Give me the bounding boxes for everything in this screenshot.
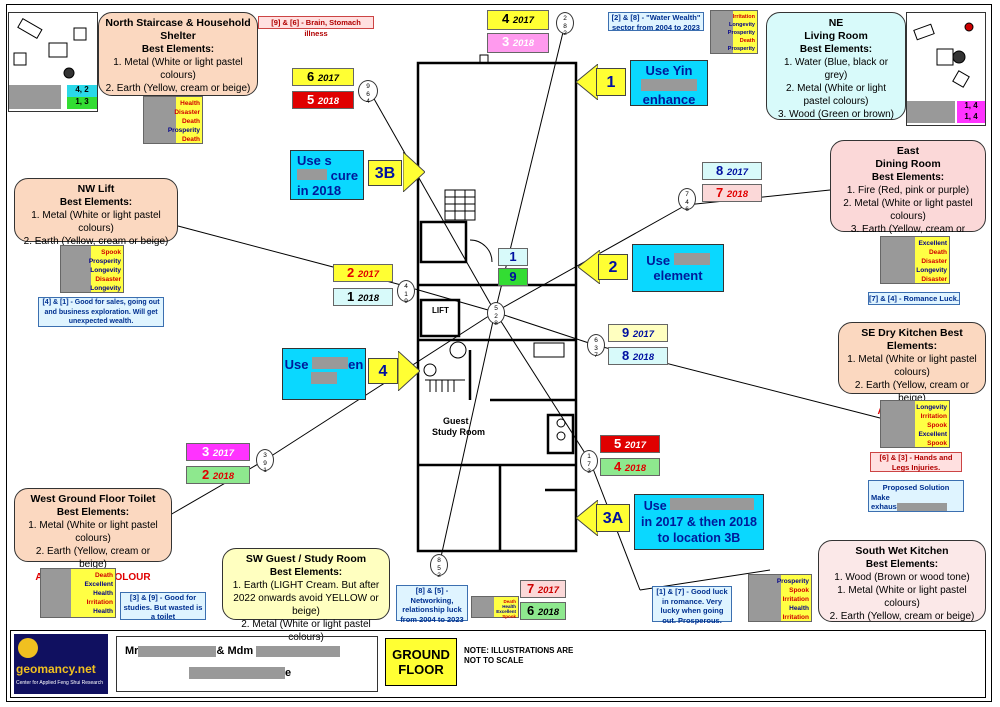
sw-note: [8] & [5] - Networking, relationship luc… <box>396 585 468 624</box>
east-2018: 7 2018 <box>702 184 762 202</box>
line-se <box>494 311 596 346</box>
callout-2-number: 2 <box>598 254 628 280</box>
logo: geomancy.net Center for Applied Feng Shu… <box>14 634 108 694</box>
callout-3a-number: 3A <box>596 504 630 532</box>
sw-toilet-note: [3] & [9] - Good for studies. But wasted… <box>120 592 206 621</box>
nw-lift-box: NW Lift Best Elements: 1. Metal (White o… <box>14 178 178 247</box>
study-room-label: Study Room <box>432 427 485 437</box>
north-title: North Staircase & Household Shelter <box>105 17 251 42</box>
footer <box>10 630 986 698</box>
mini-right-r1: 1, 4 <box>957 101 985 112</box>
line-north <box>368 89 496 313</box>
east-note: [7] & [4] - Romance Luck. <box>868 292 960 305</box>
top-illness-note: [9] & [6] - Brain, Stomach illness <box>258 16 374 38</box>
line-sw <box>438 311 496 567</box>
north-2018: 5 2018 <box>292 91 354 109</box>
south-2017: 5 2017 <box>600 435 660 453</box>
south-kitchen-box: South Wet Kitchen Best Elements: 1. Wood… <box>818 540 986 622</box>
scale-note: NOTE: ILLUSTRATIONS ARE NOT TO SCALE <box>464 646 574 665</box>
center-2017: 1 <box>498 248 528 266</box>
se-kitchen-box: SE Dry Kitchen Best Elements: 1. Metal (… <box>838 322 986 417</box>
logo-subtext: Center for Applied Feng Shui Research <box>16 680 103 686</box>
callout-3b-number: 3B <box>368 160 402 186</box>
north-staircase-box: North Staircase & Household Shelter Best… <box>98 12 258 96</box>
lift-label: LIFT <box>432 306 449 315</box>
callout-1-box: Use Yin enhance <box>630 60 708 107</box>
client-name-box: Mr& Mdm e <box>116 636 378 692</box>
se-2017: 9 2017 <box>608 324 668 342</box>
east-dining-box: East Dining Room Best Elements: 1. Fire … <box>830 140 986 248</box>
se-solution: Proposed Solution Make exhaus <box>868 480 964 512</box>
sw-2018: 6 2018 <box>520 602 566 620</box>
mini-right-r2: 1, 4 <box>957 112 985 123</box>
sw-toilet-2017: 3 2017 <box>186 443 250 461</box>
guest-label: Guest <box>443 416 469 426</box>
mini-furniture-icon <box>913 22 974 88</box>
ne-2018: 3 2018 <box>487 33 549 53</box>
mini-plan-right: 1, 4 1, 4 <box>906 12 986 126</box>
center-2018: 9 <box>498 268 528 286</box>
logo-text: geomancy.net <box>16 662 96 676</box>
callout-4-box: Use en <box>282 348 366 400</box>
yin-yang-icon <box>18 638 38 658</box>
mini-left-r1: 4, 2 <box>67 85 97 97</box>
ne-living-box: NE Living Room Best Elements: 1. Water (… <box>766 12 906 120</box>
south-note: [1] & [7] - Good luck in romance. Very l… <box>652 586 732 625</box>
south-2018: 4 2018 <box>600 458 660 476</box>
callout-4-number: 4 <box>368 358 398 384</box>
north-2017: 6 2017 <box>292 68 354 86</box>
mini-plan-left: 4, 2 1, 3 <box>8 12 98 112</box>
se-note: [6] & [3] - Hands and Legs Injuries. <box>870 452 962 472</box>
client-prefix: Mr <box>125 645 139 657</box>
west-toilet-box: West Ground Floor Toilet Best Elements: … <box>14 488 172 583</box>
nw-2017: 2 2017 <box>333 264 393 282</box>
nw-note: [4] & [1] - Good for sales, going out an… <box>38 297 164 327</box>
floor-label: GROUND FLOOR <box>385 638 457 686</box>
sw-toilet-2018: 2 2018 <box>186 466 250 484</box>
page-frame <box>6 4 992 702</box>
se-2018: 8 2018 <box>608 347 668 365</box>
arrow-3a-icon <box>576 500 598 536</box>
east-2017: 8 2017 <box>702 162 762 180</box>
ne-2017: 4 2017 <box>487 10 549 30</box>
nw-2018: 1 2018 <box>333 288 393 306</box>
callout-3b-box: Use s cure in 2018 <box>290 150 364 200</box>
callout-2-box: Use element <box>632 244 724 292</box>
floor-plan <box>416 61 578 553</box>
callout-1-number: 1 <box>596 68 626 96</box>
sw-2017: 7 2017 <box>520 580 566 598</box>
mini-left-r2: 1, 3 <box>67 97 97 109</box>
arrow-2-icon <box>578 250 600 284</box>
arrow-3b-icon <box>403 152 425 192</box>
sw-study-box: SW Guest / Study Room Best Elements: 1. … <box>222 548 390 643</box>
water-wealth-note: [2] & [8] - "Water Wealth" sector from 2… <box>608 12 704 32</box>
callout-3a-box: Use in 2017 & then 2018 to location 3B <box>634 494 764 550</box>
mini-furniture-icon <box>13 17 87 79</box>
arrow-4-icon <box>398 351 420 391</box>
arrow-1-icon <box>576 64 598 100</box>
